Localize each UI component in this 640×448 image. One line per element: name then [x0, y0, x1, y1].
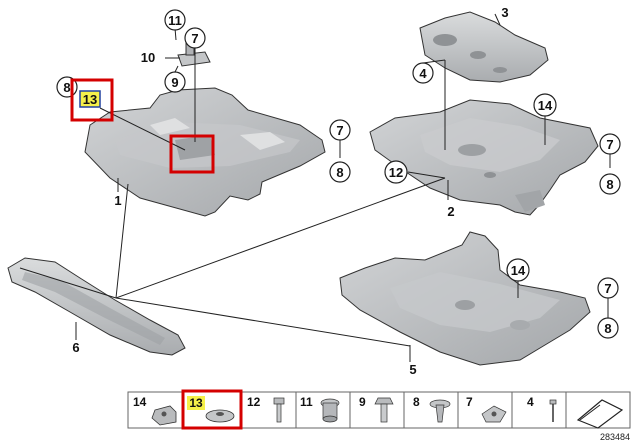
legend-item-14: 14 — [133, 395, 177, 426]
legend-item-9: 9 — [359, 395, 394, 423]
legend-item-12: 12 — [247, 395, 285, 423]
callout-7: 7 — [184, 27, 206, 49]
clip-nut-icon — [151, 405, 177, 426]
callout-14: 14 — [533, 93, 557, 117]
callout-label: 10 — [141, 50, 155, 65]
wedge-icon — [576, 399, 624, 429]
legend-item-8: 8 — [413, 395, 451, 423]
callout-label: 7 — [336, 123, 343, 138]
hex-bolt-icon — [374, 397, 394, 423]
washer-icon — [205, 409, 235, 423]
callout-label: 8 — [606, 177, 613, 192]
callout-13: 13 — [79, 90, 101, 108]
parts-legend: 14 13 12 11 9 8 7 — [127, 389, 631, 430]
legend-item-4: 4 — [527, 395, 557, 422]
front-bar-part-6 — [7, 257, 186, 356]
callout-8: 8 — [329, 161, 351, 183]
spring-nut-icon — [481, 405, 507, 423]
callout-label: 3 — [501, 5, 508, 20]
grommet-icon — [320, 398, 340, 423]
callout-label: 14 — [538, 98, 553, 113]
leader-lines — [19, 13, 611, 362]
callout-6: 6 — [72, 340, 79, 355]
callout-11: 11 — [164, 9, 186, 31]
callout-10: 10 — [141, 50, 155, 65]
callout-label: 12 — [389, 165, 403, 180]
legend-item-7: 7 — [466, 395, 507, 423]
callout-7: 7 — [599, 133, 621, 155]
cover-part-3 — [419, 11, 549, 83]
underbody-panel-middle — [369, 99, 599, 216]
callout-label: 4 — [419, 66, 427, 81]
callout-3: 3 — [501, 5, 508, 20]
underbody-panel-front — [84, 87, 326, 217]
callout-label: 6 — [72, 340, 79, 355]
callout-label: 7 — [191, 31, 198, 46]
legend-number: 11 — [300, 395, 313, 409]
underbody-panel-rear — [339, 231, 591, 366]
reference-number: 283484 — [600, 432, 630, 442]
callout-label: 5 — [409, 362, 416, 377]
callout-2: 2 — [447, 204, 454, 219]
highlight-box-washer-location — [169, 134, 215, 174]
legend-number: 13 — [189, 396, 203, 410]
bolt-icon — [273, 397, 285, 423]
expansion-rivet-icon — [429, 399, 451, 423]
legend-number: 4 — [527, 395, 534, 409]
callout-label: 14 — [511, 263, 526, 278]
highlight-box-callout-13 — [70, 78, 114, 122]
legend-number: 8 — [413, 395, 420, 409]
legend-number: 9 — [359, 395, 366, 409]
callout-label: 7 — [604, 281, 611, 296]
callout-label: 1 — [114, 193, 121, 208]
callout-5: 5 — [409, 362, 416, 377]
callout-label: 8 — [336, 165, 343, 180]
callout-label: 2 — [447, 204, 454, 219]
callout-8: 8 — [599, 173, 621, 195]
callout-4: 4 — [412, 62, 434, 84]
legend-item-wedge — [576, 399, 624, 429]
callout-label: 7 — [606, 137, 613, 152]
legend-item-13: 13 — [187, 396, 235, 423]
screw-icon — [549, 399, 557, 422]
legend-item-11: 11 — [300, 395, 340, 423]
highlight-box-legend-13 — [181, 389, 243, 430]
callout-9: 9 — [164, 71, 186, 93]
callout-14: 14 — [506, 258, 530, 282]
legend-number: 7 — [466, 395, 473, 409]
callout-7: 7 — [329, 119, 351, 141]
callout-8: 8 — [597, 317, 619, 339]
mounting-bracket — [177, 39, 211, 67]
callout-label: 11 — [168, 13, 182, 28]
callout-1: 1 — [114, 193, 121, 208]
callout-label: 9 — [171, 75, 178, 90]
callout-label: 13 — [83, 92, 97, 107]
callout-7: 7 — [597, 277, 619, 299]
callout-label: 8 — [604, 321, 611, 336]
callout-12: 12 — [384, 160, 408, 184]
legend-number: 12 — [247, 395, 261, 409]
callout-label: 8 — [63, 80, 70, 95]
legend-number: 14 — [133, 395, 147, 409]
